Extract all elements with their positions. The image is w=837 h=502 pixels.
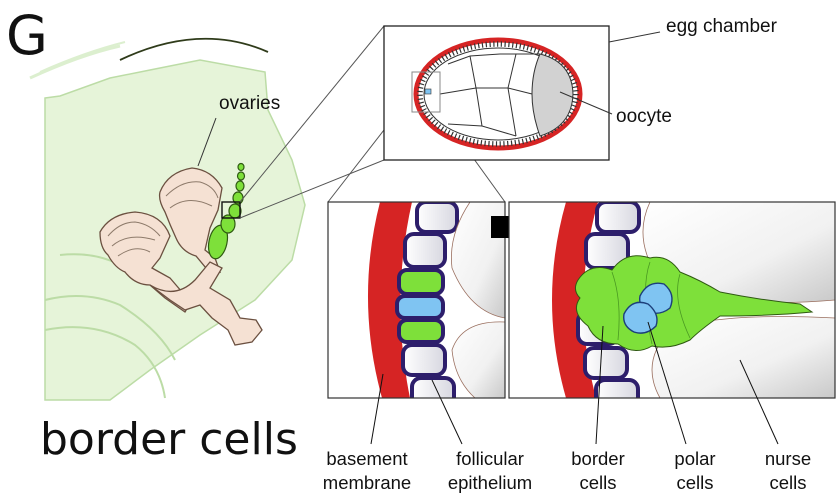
zoom-panel-after <box>509 202 835 408</box>
figure-title: border cells <box>40 414 298 465</box>
label-egg-chamber: egg chamber <box>666 16 777 38</box>
label-border-cells: border cells <box>566 447 630 495</box>
label-line-1: polar <box>667 447 723 471</box>
label-line-2: membrane <box>312 471 422 495</box>
label-basement-membrane: basement membrane <box>312 447 422 495</box>
label-line-1: basement <box>312 447 422 471</box>
label-ovaries: ovaries <box>219 93 280 115</box>
panel-letter: G <box>6 4 48 67</box>
label-line-1: border <box>566 447 630 471</box>
label-line-1: nurse <box>760 447 816 471</box>
label-line-2: cells <box>667 471 723 495</box>
label-follicular-epithelium: follicular epithelium <box>431 447 549 495</box>
zoom-panel-before <box>328 202 505 406</box>
label-line-1: follicular <box>431 447 549 471</box>
egg-chamber <box>384 26 660 160</box>
fly-back-line <box>120 39 268 60</box>
label-line-2: cells <box>566 471 630 495</box>
egg-chamber-pointer <box>609 32 660 42</box>
label-line-2: epithelium <box>431 471 549 495</box>
label-nurse-cells: nurse cells <box>760 447 816 495</box>
border-cluster-mini <box>425 89 431 94</box>
label-polar-cells: polar cells <box>667 447 723 495</box>
label-oocyte: oocyte <box>616 106 672 128</box>
label-line-2: cells <box>760 471 816 495</box>
